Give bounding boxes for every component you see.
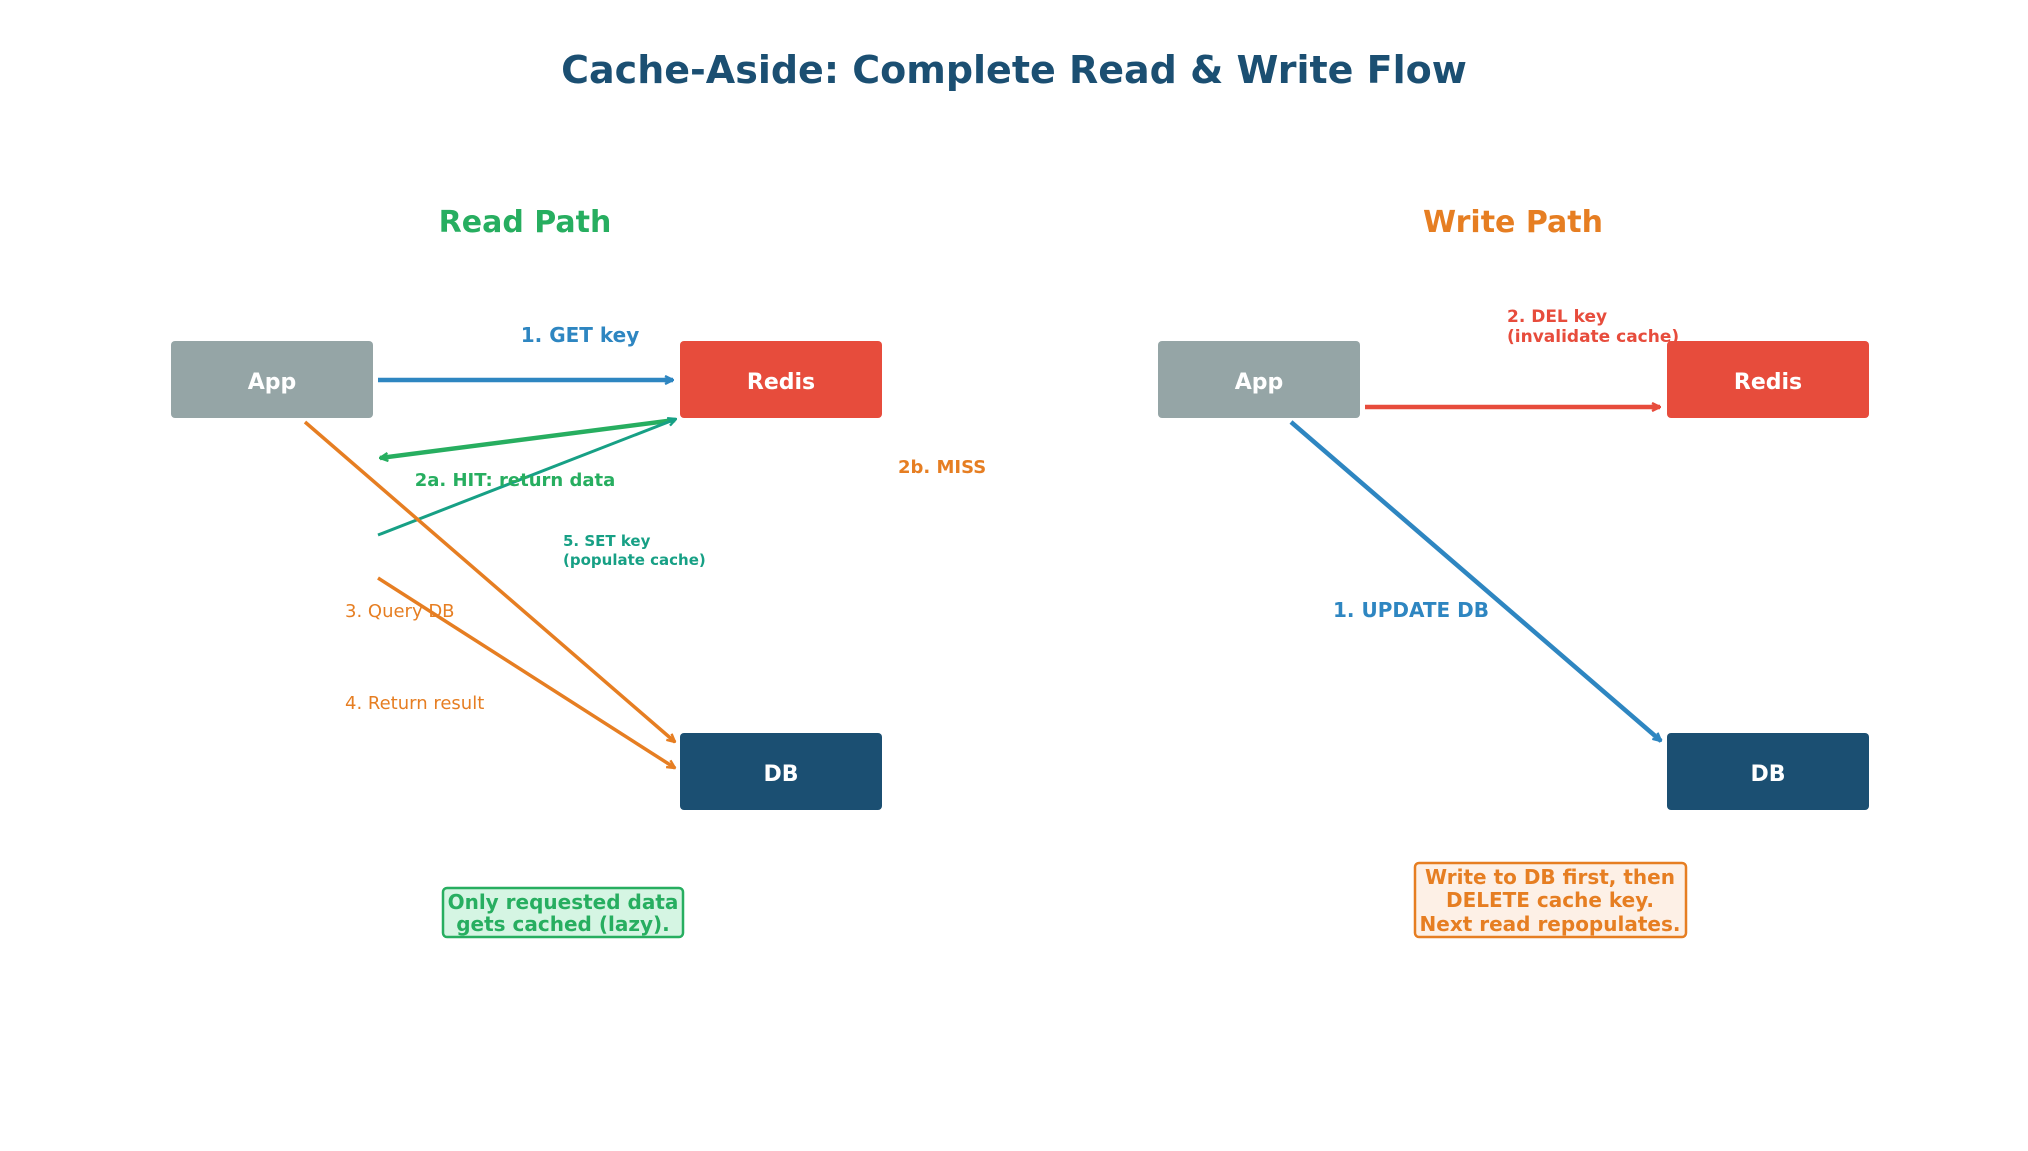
- read-hit-label: 2a. HIT: return data: [415, 470, 616, 491]
- read-note-line2: gets cached (lazy).: [456, 912, 670, 936]
- write-db-node: DB: [1667, 733, 1869, 810]
- read-set-arrow: [377, 419, 676, 537]
- write-redis-label: Redis: [1734, 370, 1802, 395]
- read-return-label: 4. Return result: [345, 693, 484, 714]
- write-note-line3: Next read repopulates.: [1420, 912, 1681, 936]
- read-miss-label: 2b. MISS: [898, 457, 986, 478]
- write-update-arrow: [1289, 420, 1661, 741]
- write-update-label: 1. UPDATE DB: [1333, 598, 1489, 622]
- read-note-box: Only requested data gets cached (lazy).: [441, 886, 685, 939]
- write-note-box: Write to DB first, then DELETE cache key…: [1413, 861, 1688, 939]
- read-set-label-line2: (populate cache): [563, 551, 706, 569]
- write-del-label-line2: (invalidate cache): [1507, 327, 1679, 347]
- read-redis-node: Redis: [680, 341, 882, 418]
- read-hit-arrow: [380, 417, 676, 458]
- read-app-label: App: [248, 370, 297, 395]
- write-path-heading: Write Path: [1423, 205, 1603, 240]
- write-note-line1: Write to DB first, then: [1425, 865, 1675, 889]
- read-path-heading: Read Path: [439, 205, 612, 240]
- write-del-label-line1: 2. DEL key: [1507, 307, 1607, 327]
- read-get-label: 1. GET key: [521, 323, 640, 347]
- read-app-node: App: [171, 341, 373, 418]
- read-query-label: 3. Query DB: [345, 601, 455, 622]
- write-note-line2: DELETE cache key.: [1446, 888, 1654, 912]
- write-app-node: App: [1158, 341, 1360, 418]
- write-db-label: DB: [1750, 762, 1785, 787]
- read-note-line1: Only requested data: [448, 890, 679, 914]
- read-query-arrow: [303, 420, 675, 742]
- write-redis-node: Redis: [1667, 341, 1869, 418]
- read-set-label-line1: 5. SET key: [563, 532, 651, 550]
- read-db-node: DB: [680, 733, 882, 810]
- write-app-label: App: [1235, 370, 1284, 395]
- read-return-arrow: [377, 576, 675, 770]
- read-db-label: DB: [763, 762, 798, 787]
- read-path-section: Read Path App Redis DB 1. GET key 2a. HI…: [171, 205, 986, 939]
- diagram-title: Cache-Aside: Complete Read & Write Flow: [561, 48, 1467, 92]
- read-redis-label: Redis: [747, 370, 815, 395]
- write-path-section: Write Path App Redis DB 1. UPDATE DB 2. …: [1158, 205, 1869, 939]
